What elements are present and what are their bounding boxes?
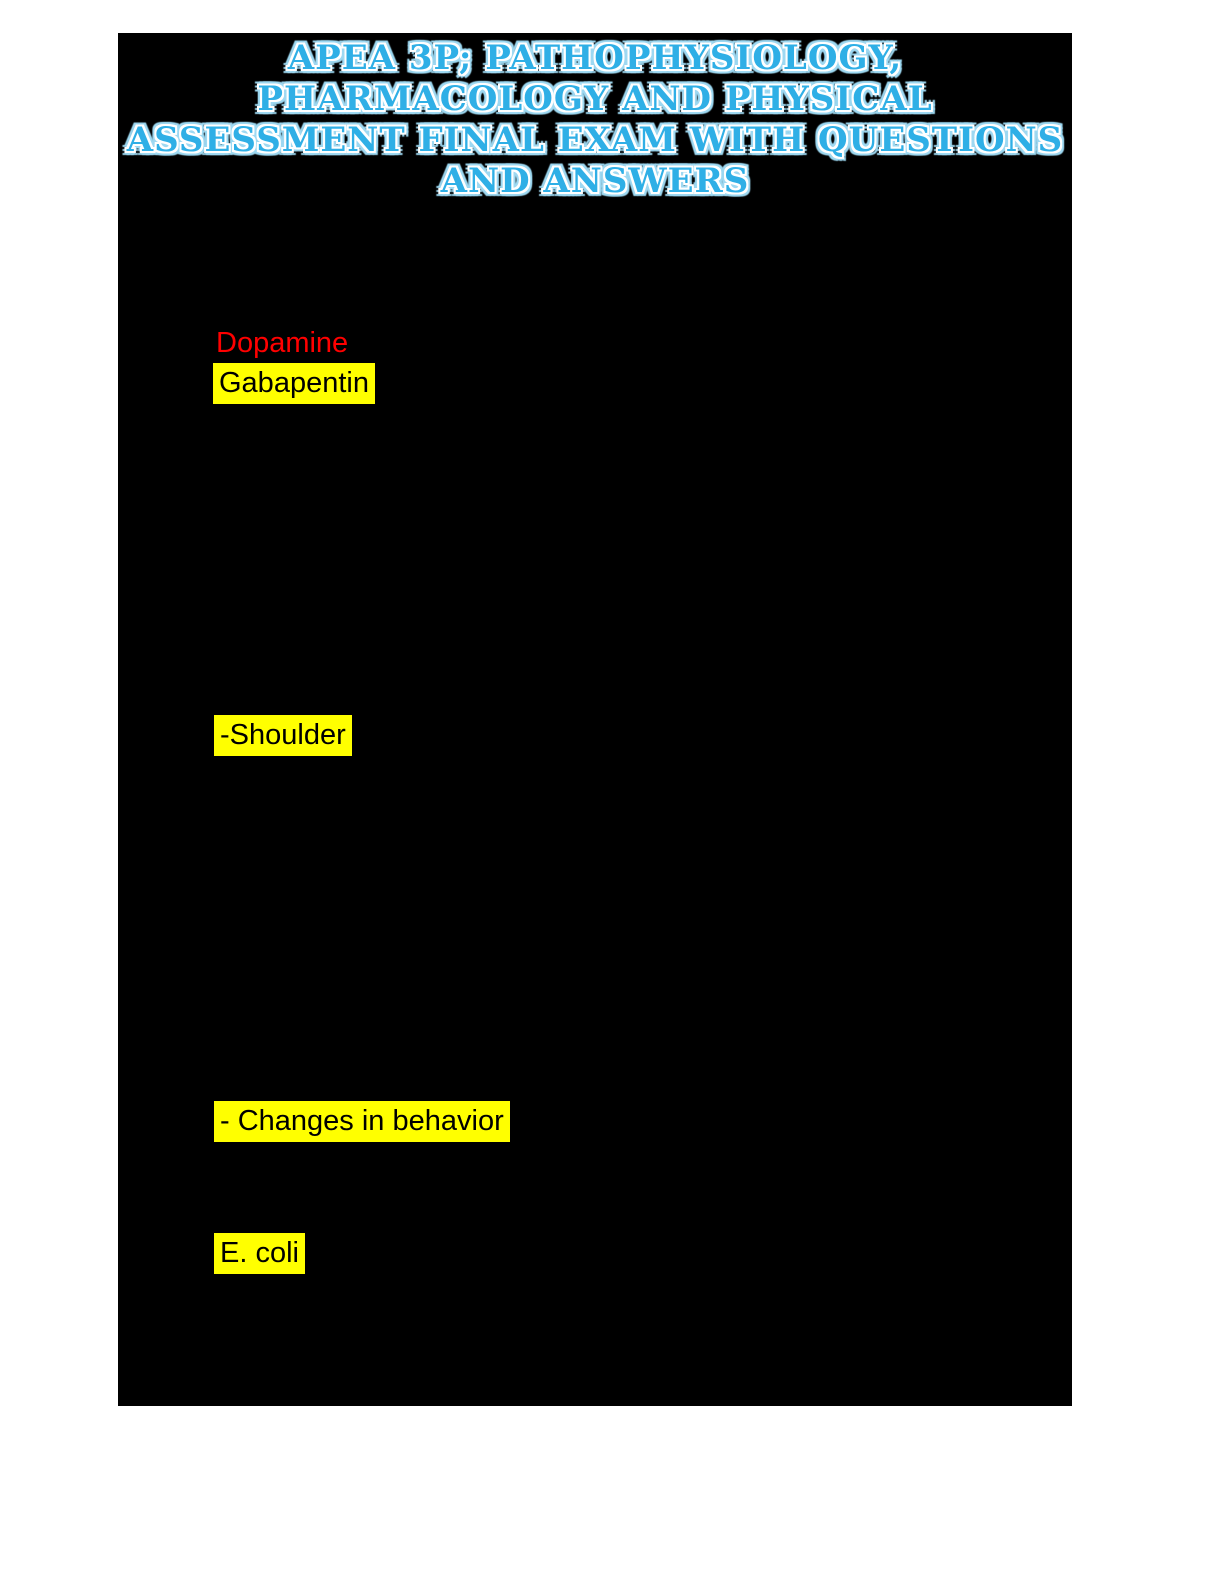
document-title: APEA 3P; PATHOPHYSIOLOGY, PHARMACOLOGY A… (118, 35, 1072, 202)
answer-shoulder: -Shoulder (214, 715, 352, 756)
answer-changes-in-behavior: - Changes in behavior (214, 1101, 510, 1142)
answer-gabapentin: Gabapentin (213, 363, 375, 404)
answer-dopamine: Dopamine (216, 327, 349, 359)
redacted-content-block: APEA 3P; PATHOPHYSIOLOGY, PHARMACOLOGY A… (118, 33, 1072, 1406)
answer-e-coli: E. coli (214, 1233, 305, 1274)
document-title-line-2: ASSESSMENT FINAL EXAM WITH QUESTIONS AND… (126, 120, 1064, 201)
document-title-line-1: APEA 3P; PATHOPHYSIOLOGY, PHARMACOLOGY A… (257, 38, 933, 119)
